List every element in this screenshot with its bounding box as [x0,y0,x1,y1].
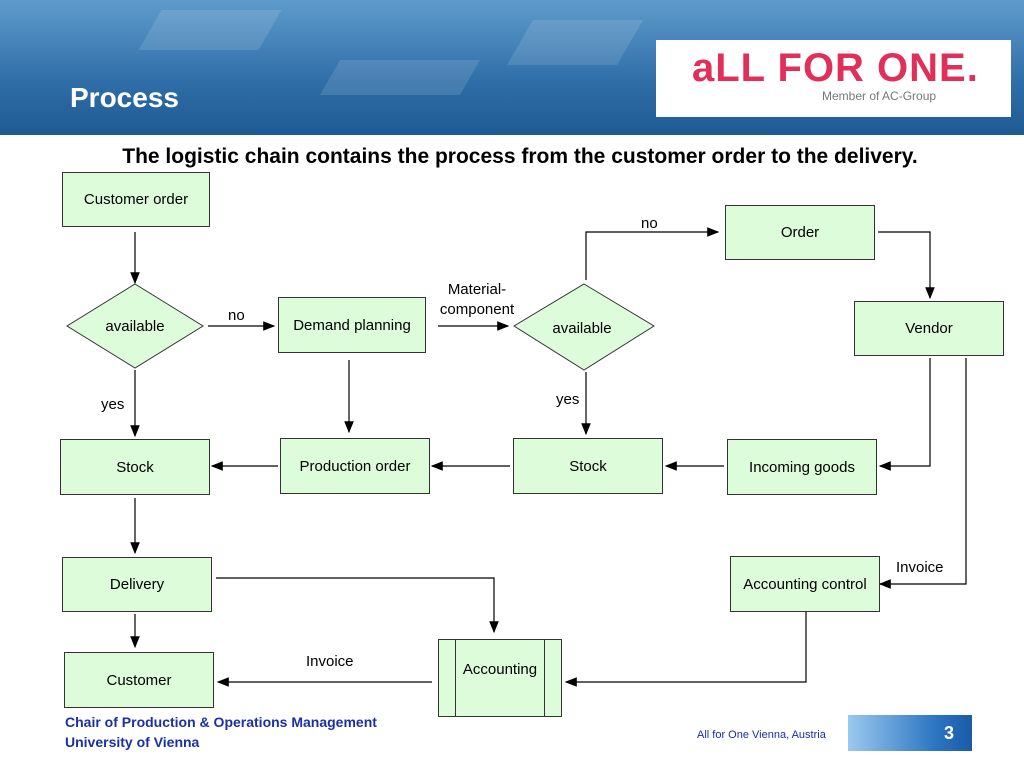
node-customer: Customer [64,652,214,708]
edge-label-material-component: Material- component [439,281,515,318]
node-demand-planning: Demand planning [278,297,426,353]
page-title: Process [70,82,179,113]
company-logo: aLL FOR ONE. Member of AC-Group [656,40,1011,117]
node-order: Order [725,205,875,260]
node-stock-1: Stock [60,439,210,495]
node-accounting-control: Accounting control [730,556,880,612]
header-banner: Process aLL FOR ONE. Member of AC-Group [0,0,1024,135]
decision-available-1: available [105,318,165,335]
node-customer-order: Customer order [62,172,210,227]
edge-label-no-1: no [228,307,245,324]
footer-affiliation: Chair of Production & Operations Managem… [65,712,377,752]
edge-label-invoice-2: Invoice [306,653,354,670]
page-number: 3 [943,723,954,743]
decision-available-2-shape [513,283,655,371]
footer-chair: Chair of Production & Operations Managem… [65,714,377,730]
node-accounting-label: Accounting [462,661,538,678]
footer-university: University of Vienna [65,734,200,750]
logo-tagline: Member of AC-Group [822,89,937,103]
edge-label-no-2: no [641,215,658,232]
node-stock-2: Stock [513,438,663,494]
edge-label-yes-1: yes [101,396,125,413]
node-incoming-goods: Incoming goods [727,439,877,495]
node-accounting: Accounting [438,639,562,717]
node-vendor: Vendor [854,301,1004,356]
edge-label-invoice-1: Invoice [896,559,944,576]
decision-available-2: available [552,320,612,337]
slide-subtitle: The logistic chain contains the process … [122,145,918,168]
decision-available-1-shape [66,283,204,369]
node-delivery: Delivery [62,557,212,612]
footer-location: All for One Vienna, Austria [697,729,826,741]
edge-label-yes-2: yes [556,391,580,408]
page-number-badge: 3 [848,715,972,751]
logo-wordmark: aLL FOR ONE. [692,46,979,90]
node-production-order: Production order [280,438,430,494]
